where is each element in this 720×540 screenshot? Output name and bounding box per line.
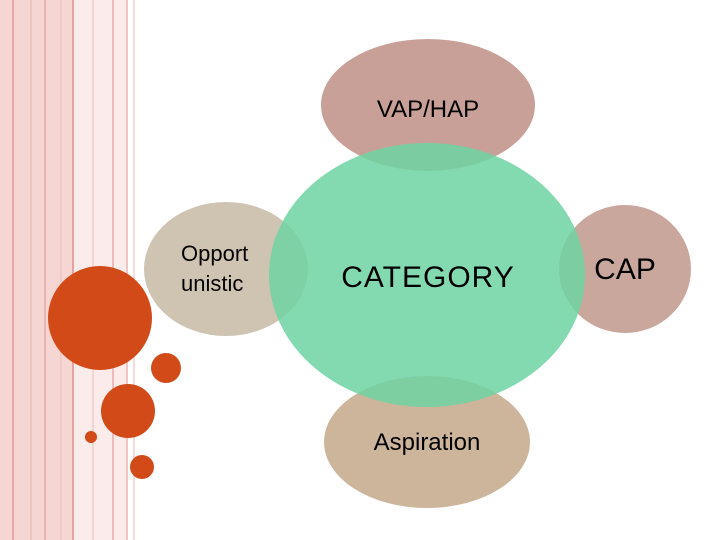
- right-satellite-circle: [559, 205, 691, 333]
- decorative-stripe: [44, 0, 46, 540]
- left-satellite-label-line1: Opport: [181, 241, 248, 266]
- decorative-stripe: [30, 0, 32, 540]
- left-satellite-circle: [144, 202, 308, 336]
- left-satellite-label-line2: unistic: [181, 271, 243, 296]
- center-category-circle: [269, 143, 585, 407]
- decorative-stripe: [133, 0, 135, 540]
- decorative-circle-small: [151, 353, 181, 383]
- decorative-circle-medium: [101, 384, 155, 438]
- decorative-stripe: [12, 0, 14, 540]
- bottom-satellite-label: Aspiration: [374, 429, 481, 456]
- bottom-satellite-circle: [324, 376, 530, 508]
- decorative-stripe: [126, 0, 128, 540]
- decorative-circle-tiny: [85, 431, 97, 443]
- center-label: CATEGORY: [341, 261, 515, 294]
- decorative-stripe: [60, 0, 62, 540]
- decorative-stripe: [72, 0, 74, 540]
- decorative-circle-small: [130, 455, 154, 479]
- top-satellite-label: VAP/HAP: [377, 96, 479, 123]
- top-satellite-circle: [321, 39, 535, 171]
- right-satellite-label: CAP: [594, 253, 656, 286]
- decorative-circle-large: [48, 266, 152, 370]
